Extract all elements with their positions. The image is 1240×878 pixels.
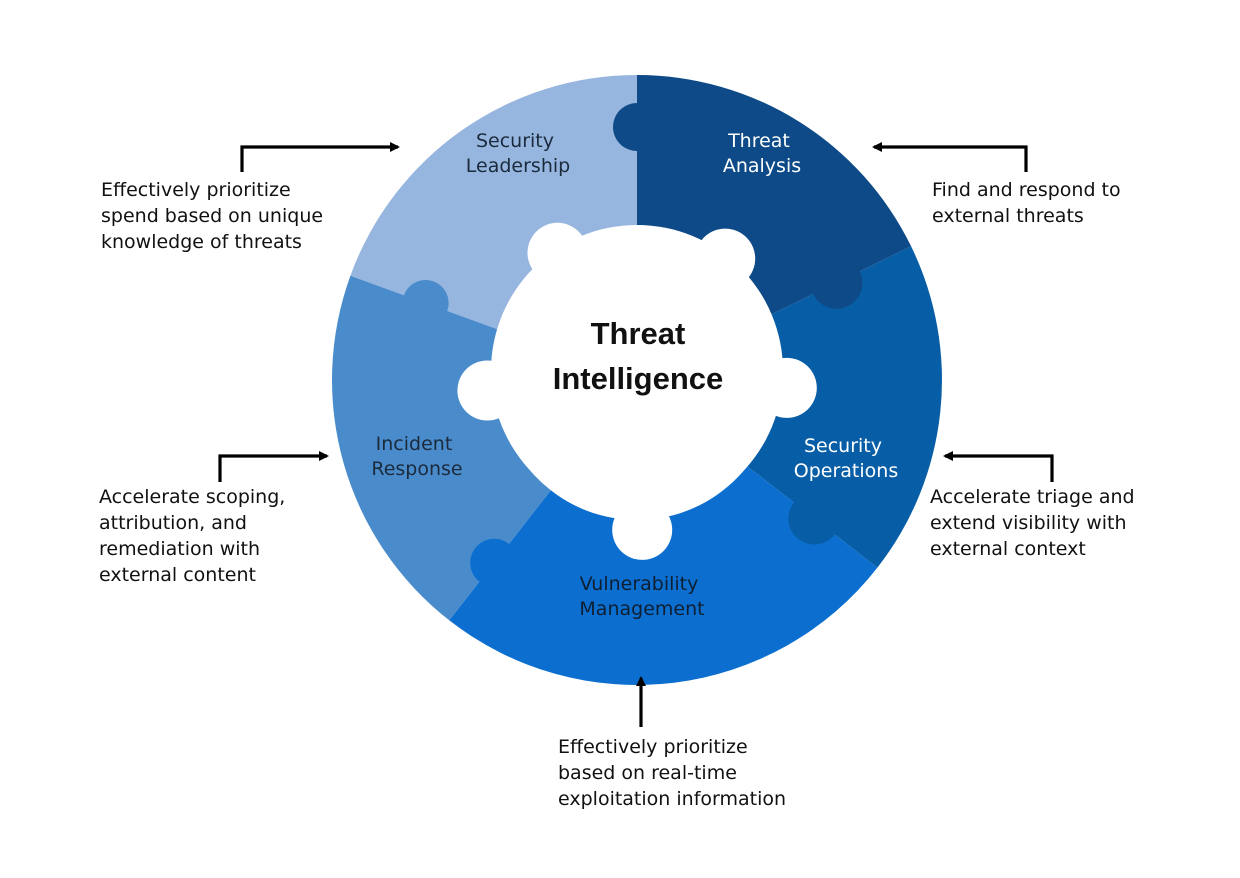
arrow-to-incident-response bbox=[218, 451, 329, 482]
annotation-security-operations: Accelerate triage and extend visibility … bbox=[930, 486, 1141, 560]
center-bump bbox=[527, 222, 588, 283]
label-security-operations: Security Operations bbox=[794, 435, 898, 482]
segment-security-leadership bbox=[350, 75, 637, 333]
label-threat-analysis: Threat Analysis bbox=[723, 130, 801, 177]
puzzle-tab-security-leadership bbox=[788, 492, 841, 545]
label-incident-response: Incident Response bbox=[371, 433, 462, 480]
arrows bbox=[218, 142, 1054, 727]
center-title-line-1: Threat bbox=[591, 316, 686, 351]
puzzle-tab-threat-analysis bbox=[613, 103, 661, 151]
label-vulnerability-management: Vulnerability Management bbox=[579, 573, 704, 620]
arrow-to-threat-analysis bbox=[872, 142, 1028, 172]
center-bump bbox=[612, 499, 673, 560]
puzzle-tabs bbox=[402, 103, 863, 587]
annotation-security-leadership: Effectively prioritize spend based on un… bbox=[101, 179, 329, 253]
arrow-to-security-operations bbox=[943, 451, 1054, 482]
segment-vulnerability-management bbox=[449, 466, 878, 685]
center-title-line-2: Intelligence bbox=[553, 361, 724, 396]
puzzle-tab-vulnerability-management bbox=[470, 538, 519, 587]
label-security-leadership: Security Leadership bbox=[466, 130, 570, 177]
puzzle-tab-security-operations bbox=[810, 256, 863, 309]
arrow-to-security-leadership bbox=[240, 142, 400, 172]
center-circle bbox=[491, 225, 783, 517]
annotation-vulnerability-management: Effectively prioritize based on real-tim… bbox=[558, 736, 786, 810]
annotation-incident-response: Accelerate scoping, attribution, and rem… bbox=[99, 486, 291, 586]
center-hub bbox=[457, 222, 817, 560]
segment-security-operations bbox=[747, 246, 942, 568]
center-bump bbox=[756, 357, 817, 418]
center-bump bbox=[695, 228, 756, 289]
annotation-threat-analysis: Find and respond to external threats bbox=[932, 179, 1127, 227]
puzzle-tab-incident-response bbox=[402, 280, 449, 326]
center-bump bbox=[457, 360, 518, 421]
